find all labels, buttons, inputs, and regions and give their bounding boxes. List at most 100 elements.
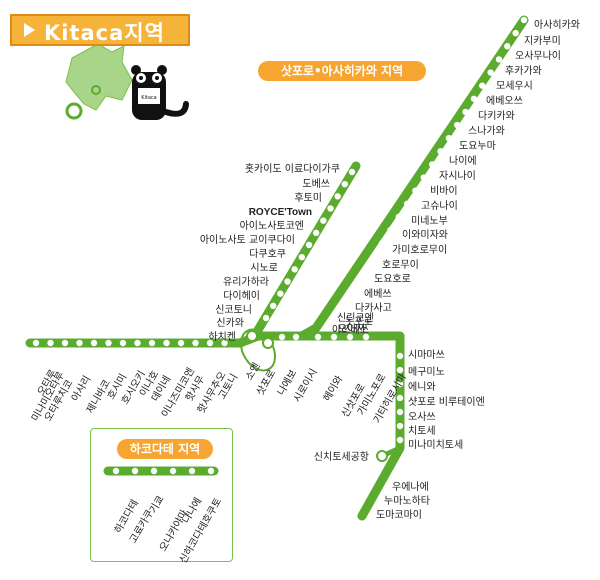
station-dot (445, 134, 453, 142)
mascot-ear (131, 65, 141, 75)
station-dot (192, 339, 199, 347)
station-label: 에니와 (408, 382, 436, 393)
hakodate-map-ring (65, 102, 83, 120)
station-dot (177, 339, 185, 347)
station-label: 에베오쓰 (486, 96, 523, 107)
station-dot (112, 467, 120, 475)
station-dot (396, 394, 404, 402)
station-label: 샷포로 비루테이엔 (408, 397, 485, 408)
station-dot (387, 226, 394, 234)
station-dot (269, 302, 277, 310)
station-dot (278, 333, 286, 341)
arrow-right-icon (24, 23, 35, 37)
station-dot (320, 217, 327, 224)
station-label: 오사쓰 (408, 412, 436, 423)
station-dot (396, 436, 404, 444)
station-label: 시마마쓰 (408, 350, 445, 361)
station-dot (520, 16, 528, 24)
station-label: 오사무나이 (515, 51, 561, 62)
station-dot (32, 339, 40, 347)
station-dot (395, 213, 402, 221)
title-banner: Kitaca지역 (10, 14, 190, 46)
station-label: 호로무이 (382, 260, 419, 271)
station-dot (362, 333, 370, 341)
station-dot (262, 337, 274, 349)
station-label: 도마코마이 (376, 510, 422, 521)
station-dot (396, 408, 404, 416)
station-dot (119, 339, 127, 347)
station-dot (462, 108, 469, 116)
sassho-line (253, 161, 361, 335)
mascot-ear (157, 65, 167, 75)
station-dot (396, 366, 404, 374)
station-label: 지카부미 (524, 36, 561, 47)
mascot-pupil (139, 76, 143, 80)
station-dot (337, 305, 344, 313)
station-label: 신치토세공항 (313, 452, 369, 463)
station-label: 모세우시 (496, 81, 533, 92)
station-dot (504, 43, 511, 50)
station-label: 고슈나이 (421, 201, 458, 212)
station-dot (396, 380, 404, 388)
station-dot (428, 161, 436, 168)
station-dot (314, 333, 322, 341)
station-label: 오아사 (338, 324, 366, 335)
station-dot (330, 333, 338, 341)
station-dot (396, 422, 404, 430)
station-dot (420, 174, 428, 181)
station-label: 미네노부 (411, 216, 448, 227)
station-label: 비바이 (430, 186, 458, 197)
station-label: 스나가와 (468, 126, 505, 137)
station-dot (207, 467, 215, 475)
station-dot (206, 339, 214, 347)
station-label: 도요누마 (459, 141, 496, 152)
station-label: 다카사고 (355, 303, 392, 314)
station-dot (362, 266, 369, 273)
station-dot (284, 278, 291, 285)
station-label: 가미호로무이 (392, 245, 448, 256)
station-dot (495, 56, 503, 63)
sapporo-map-ring (91, 85, 101, 95)
station-dot (305, 241, 313, 249)
station-dot (412, 187, 419, 194)
station-dot (512, 29, 519, 37)
station-label: 아이노사토코엔 (239, 221, 304, 232)
station-label: 도베쓰 (302, 179, 330, 190)
station-label: 다키카와 (478, 111, 515, 122)
station-dot (378, 240, 386, 247)
station-dot (188, 467, 196, 475)
station-label: 미나미치토세 (408, 440, 464, 451)
station-label: 에베쓰 (364, 289, 392, 300)
station-dot (291, 266, 298, 273)
station-dot (380, 499, 388, 507)
station-label: 치토세 (408, 426, 436, 437)
page-title: Kitaca지역 (44, 21, 165, 45)
station-dot (345, 292, 352, 299)
station-dot (169, 467, 177, 475)
mascot-tail (163, 101, 189, 117)
station-dot (334, 193, 341, 200)
station-dot (348, 168, 356, 176)
station-label: 시노로 (250, 263, 278, 274)
station-dot (47, 339, 54, 347)
mascot-card-text: Kitaca (141, 95, 157, 101)
station-dot (341, 180, 349, 188)
station-label: 아사히카와 (534, 20, 580, 31)
station-dot (328, 318, 336, 326)
station-dot (148, 339, 156, 347)
station-dot (487, 69, 494, 76)
station-label: 신카와 (216, 318, 244, 329)
mascot-card (138, 88, 160, 104)
mascot-pupil (155, 76, 159, 80)
sapporo-area-label: 삿포로•아사히카와 지역 (258, 61, 426, 81)
station-dot (396, 352, 404, 360)
hokkaido-map (65, 43, 133, 111)
station-dot (312, 229, 320, 237)
station-dot (437, 148, 444, 155)
station-label: 아쓰베쓰 (332, 325, 369, 336)
station-label: 누마노하타 (384, 496, 430, 507)
station-label: ROYCE'Town (248, 207, 312, 218)
hakodate-area-label: 하코다테 지역 (117, 439, 213, 459)
station-label: 후토미 (294, 193, 322, 204)
